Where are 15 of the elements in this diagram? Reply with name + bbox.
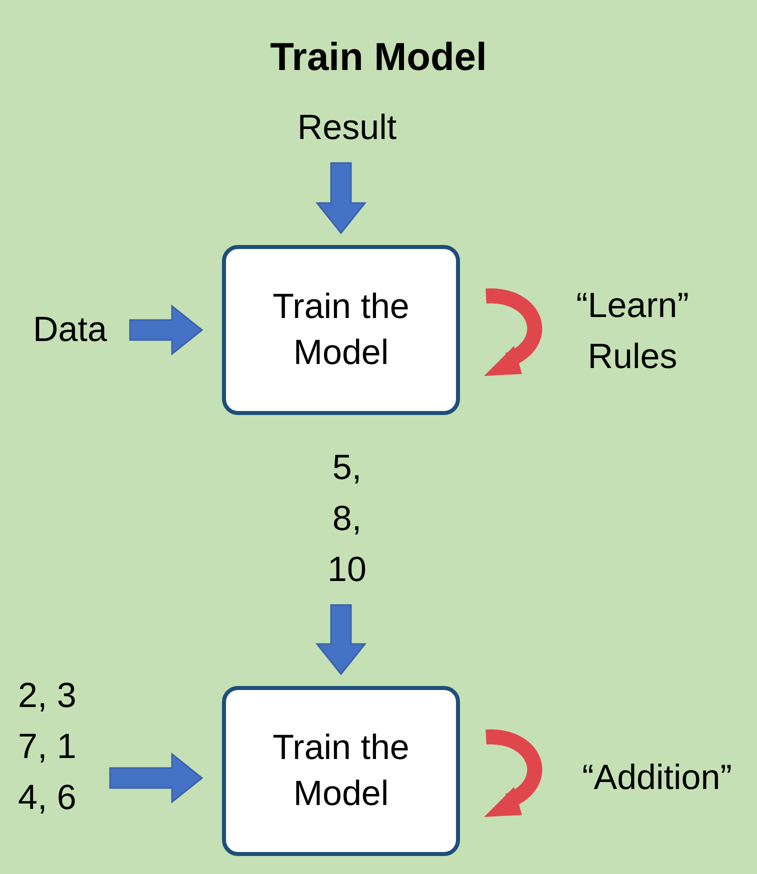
block-arrow xyxy=(129,304,204,356)
process-box xyxy=(222,686,460,856)
input-text: Data xyxy=(18,304,122,355)
input-text: 2, 3 7, 1 4, 6 xyxy=(18,670,102,823)
process-box xyxy=(222,245,460,415)
annotation-text: “Learn” Rules xyxy=(575,285,690,378)
input-text: 5, 8, 10 xyxy=(317,442,377,595)
box-label: Train the Model xyxy=(272,727,410,815)
block-arrow xyxy=(315,162,367,234)
block-arrow xyxy=(109,752,204,804)
block-arrow xyxy=(315,604,367,676)
input-text: Result xyxy=(272,102,422,153)
annotation-text: “Addition” xyxy=(581,757,733,799)
title: Train Model xyxy=(269,35,488,81)
box-label: Train the Model xyxy=(272,286,410,374)
